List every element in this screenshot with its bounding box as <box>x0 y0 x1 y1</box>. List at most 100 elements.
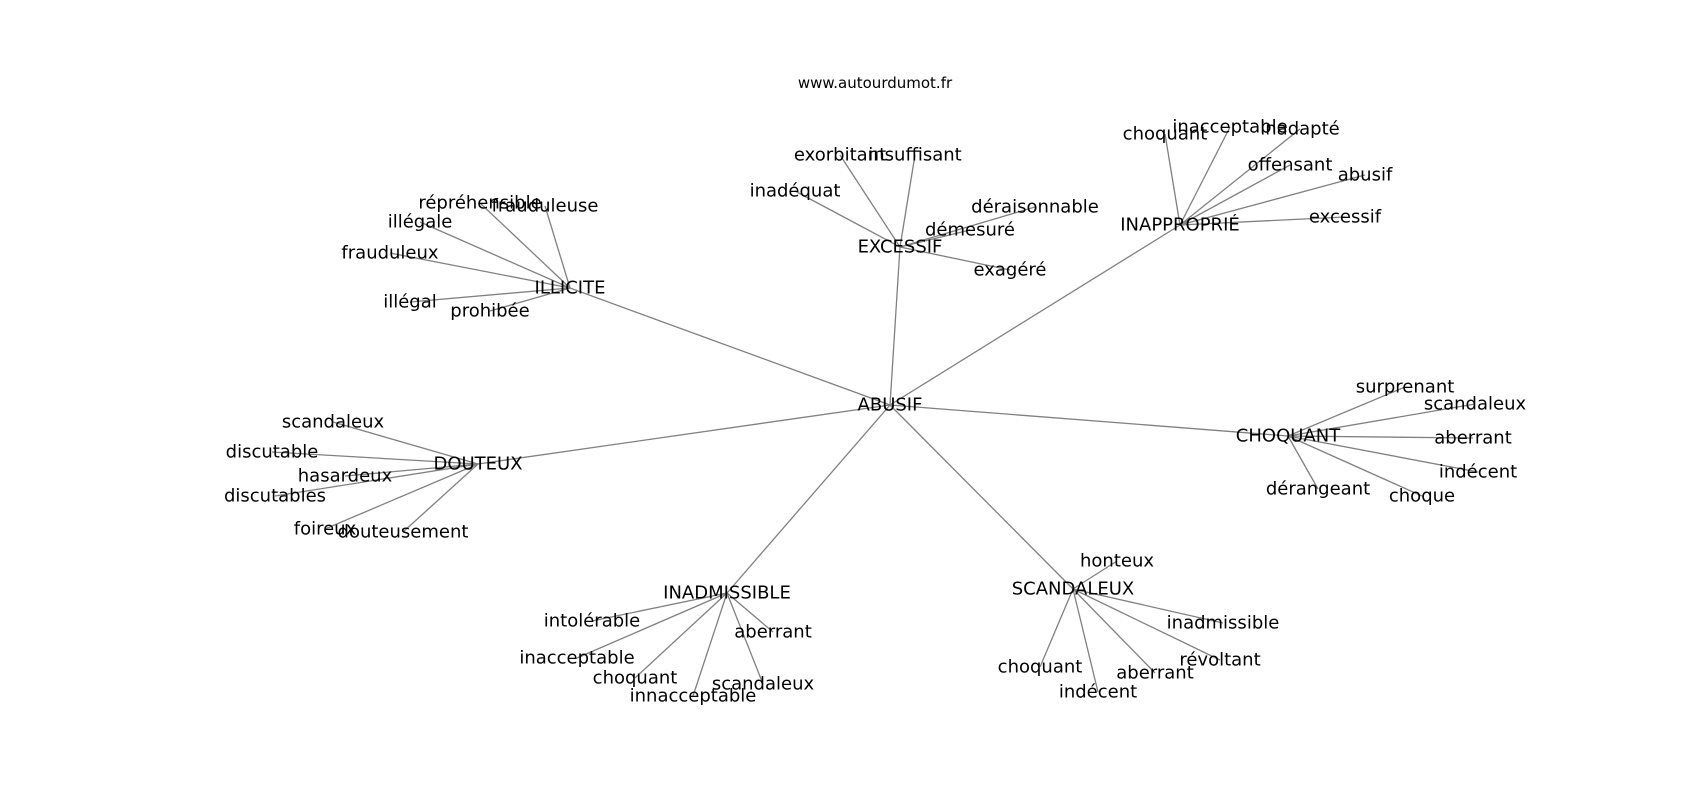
edge-inapproprie-abusif <box>1179 174 1366 226</box>
edge-illicite-reprehensible <box>479 202 571 289</box>
edge-douteux-foireux <box>324 463 479 530</box>
leaf-node-inacceptable: inacceptable <box>1172 117 1287 138</box>
leaf-node-revoltant: révoltant <box>1179 650 1260 671</box>
edge-excessif-insuffisant <box>899 154 916 248</box>
edge-illicite-illegal <box>409 287 571 303</box>
leaf-node-inacceptable: inacceptable <box>519 648 634 669</box>
edge-illicite-frauduleuse <box>544 205 571 289</box>
leaf-node-surprenant: surprenant <box>1356 377 1455 398</box>
edge-inadmissible-aberrant <box>726 592 774 633</box>
edge-douteux-scandaleux <box>332 421 479 465</box>
edge-illicite-frauduleux <box>389 252 571 289</box>
cluster-node-inadmissible: INADMISSIBLE <box>663 583 791 604</box>
edge-inadmissible-intolerable <box>591 592 728 622</box>
leaf-node-illegal: illégal <box>383 292 437 313</box>
center-node-label: ABUSIF <box>858 395 923 416</box>
edge-excessif-exagere <box>899 246 1011 271</box>
cluster-node-illicite: ILLICITE <box>535 278 606 299</box>
edge-choquant-scandaleux <box>1287 403 1476 437</box>
leaf-node-inadapte: inadapté <box>1260 119 1339 140</box>
leaf-node-illegale: illégale <box>388 212 453 233</box>
leaf-node-intolerable: intolérable <box>544 611 641 632</box>
leaf-node-discutable: discutable <box>226 442 319 463</box>
edge-center-choquant <box>889 404 1289 437</box>
edge-choquant-surprenant <box>1287 386 1406 437</box>
edge-scandaleux-choquant <box>1039 588 1074 668</box>
edge-inadmissible-scandaleux <box>726 592 764 685</box>
leaf-node-aberrant: aberrant <box>734 622 812 643</box>
edge-excessif-inadequat <box>794 190 901 248</box>
leaf-node-frauduleux: frauduleux <box>341 243 438 264</box>
edge-scandaleux-indecent <box>1072 588 1099 693</box>
leaf-node-scandaleux: scandaleux <box>282 412 385 433</box>
leaf-node-indecent: indécent <box>1439 462 1517 483</box>
leaf-node-aberrant: aberrant <box>1116 663 1194 684</box>
leaf-node-choquant: choquant <box>593 668 678 689</box>
leaf-node-innacceptable: innacceptable <box>630 686 757 707</box>
leaf-node-abusif: abusif <box>1338 165 1393 186</box>
leaf-node-exorbitant: exorbitant <box>794 145 886 166</box>
leaf-node-deraisonnable: déraisonnable <box>971 197 1099 218</box>
leaf-node-hasardeux: hasardeux <box>298 466 393 487</box>
leaf-node-prohibee: prohibée <box>450 301 529 322</box>
leaf-node-demesure: démesuré <box>925 220 1015 241</box>
edge-inapproprie-offensant <box>1179 164 1291 226</box>
edge-inadmissible-inacceptable <box>576 592 728 659</box>
edge-illicite-prohibee <box>489 287 571 312</box>
cluster-node-douteux: DOUTEUX <box>433 454 522 475</box>
edge-center-illicite <box>569 287 891 406</box>
edge-excessif-deraisonnable <box>899 206 1036 248</box>
graph-edges <box>271 126 1479 697</box>
leaf-node-frauduleuse: frauduleuse <box>492 196 599 217</box>
leaf-node-foireux: foireux <box>294 519 357 540</box>
edge-douteux-discutables <box>274 463 479 497</box>
cluster-node-excessif: EXCESSIF <box>858 237 943 258</box>
edge-inadmissible-choquant <box>634 592 728 679</box>
edge-douteux-douteusement <box>402 463 479 533</box>
edge-excessif-demesure <box>899 229 971 248</box>
leaf-node-discutables: discutables <box>224 486 326 507</box>
leaf-node-aberrant: aberrant <box>1434 428 1512 449</box>
cluster-node-choquant: CHOQUANT <box>1236 426 1341 447</box>
edge-choquant-indecent <box>1287 435 1479 473</box>
leaf-node-scandaleux: scandaleux <box>1424 394 1527 415</box>
edge-center-inadmissible <box>726 404 891 594</box>
leaf-node-insuffisant: insuffisant <box>868 145 961 166</box>
edge-inapproprie-inadapte <box>1179 128 1301 226</box>
edge-illicite-illegale <box>419 221 571 289</box>
leaf-node-scandaleux: scandaleux <box>712 674 815 695</box>
cluster-node-inapproprie: INAPPROPRIÉ <box>1120 214 1240 236</box>
edge-center-douteux <box>477 404 891 465</box>
leaf-node-exagere: exagéré <box>973 260 1046 281</box>
source-label: www.autourdumot.fr <box>798 74 953 92</box>
edge-choquant-aberrant <box>1287 435 1474 439</box>
edge-douteux-discutable <box>271 451 479 465</box>
cluster-node-scandaleux: SCANDALEUX <box>1012 579 1135 600</box>
leaf-node-choquant: choquant <box>998 657 1083 678</box>
edge-choquant-choque <box>1287 435 1423 497</box>
leaf-node-douteusement: douteusement <box>338 522 469 543</box>
edge-inapproprie-inacceptable <box>1179 126 1231 226</box>
edge-center-scandaleux <box>889 404 1074 590</box>
edge-scandaleux-inadmissible <box>1072 588 1224 624</box>
leaf-node-inadequat: inadéquat <box>750 181 841 202</box>
leaf-node-offensant: offensant <box>1248 155 1333 176</box>
edge-center-inapproprie <box>889 224 1181 406</box>
edge-inadmissible-innacceptable <box>692 592 728 697</box>
edge-inapproprie-excessif <box>1179 216 1346 226</box>
leaf-node-indecent: indécent <box>1059 682 1137 703</box>
edge-center-excessif <box>889 246 901 406</box>
edge-douteux-hasardeux <box>344 463 479 477</box>
leaf-node-excessif: excessif <box>1309 207 1382 228</box>
leaf-node-reprehensible: répréhensible <box>418 193 541 214</box>
edge-scandaleux-honteux <box>1072 560 1118 590</box>
edge-inapproprie-choquant <box>1164 133 1181 226</box>
edge-excessif-exorbitant <box>839 154 901 248</box>
edge-scandaleux-revoltant <box>1072 588 1221 661</box>
leaf-node-derangeant: dérangeant <box>1266 479 1370 500</box>
edge-choquant-derangeant <box>1287 435 1319 490</box>
edge-scandaleux-aberrant <box>1072 588 1156 674</box>
leaf-node-choquant: choquant <box>1123 124 1208 145</box>
